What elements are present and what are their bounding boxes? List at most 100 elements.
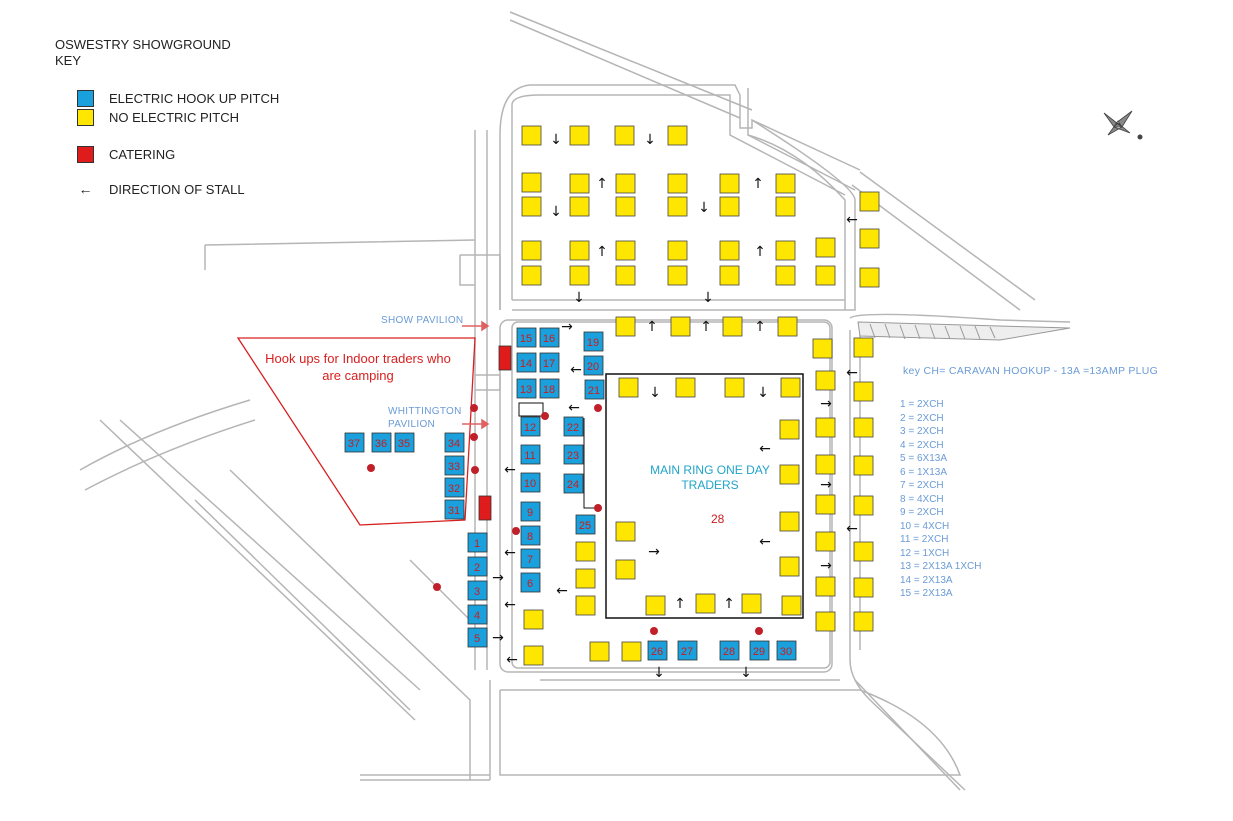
pitch-12: 12: [524, 422, 536, 434]
pitch-30: 30: [780, 646, 792, 658]
hookup-area-outline: [236, 337, 476, 526]
white-unit: [518, 402, 544, 417]
map-key: OSWESTRY SHOWGROUND KEY: [55, 37, 231, 69]
svg-text:↓: ↓: [644, 132, 656, 148]
pitch-20: 20: [587, 361, 599, 373]
pitch-1: 1: [474, 538, 480, 550]
pitch-28: 28: [723, 646, 735, 658]
svg-text:↓: ↓: [698, 200, 710, 216]
pitch-24: 24: [567, 479, 579, 491]
key-electric-label: ELECTRIC HOOK UP PITCH: [109, 91, 280, 106]
svg-text:←: ←: [846, 365, 858, 381]
svg-text:→: →: [820, 477, 832, 493]
pitch-29: 29: [753, 646, 765, 658]
pitch-4: 4: [474, 610, 480, 622]
svg-text:←: ←: [504, 545, 516, 561]
main-ring-label: MAIN RING ONE DAY TRADERS: [650, 463, 770, 492]
electric-pitch-numbers: 1 2 3 4 5 6 7 8 9 10 11 12 13 14 15 16 1…: [348, 333, 792, 658]
pitch-13: 13: [520, 384, 532, 396]
direction-arrows: ↓ ↓ ↑ ↑ ↓ ↓ ↑ ↑ ↓ ↓ ← → ↑ ↑ ↑ ← ← ↓ ↓ ← → ← → ← ←…: [492, 132, 858, 681]
pitch-14: 14: [520, 358, 532, 370]
svg-text:↓: ↓: [653, 665, 665, 681]
svg-text:↓: ↓: [550, 204, 562, 220]
svg-text:→: →: [820, 558, 832, 574]
key-heading: KEY: [55, 53, 82, 68]
pitch-34: 34: [448, 438, 460, 450]
svg-text:↑: ↑: [596, 176, 608, 192]
pitch-17: 17: [543, 358, 555, 370]
legend-item: 10 = 4XCH: [900, 520, 950, 532]
compass-icon: [1103, 110, 1143, 140]
svg-text:→: →: [561, 319, 573, 335]
pitch-7: 7: [527, 554, 533, 566]
electric-pitches: [344, 327, 797, 661]
svg-text:↑: ↑: [674, 596, 686, 612]
svg-text:←: ←: [846, 212, 858, 228]
pitch-9: 9: [527, 507, 533, 519]
pitch-35: 35: [398, 438, 410, 450]
direction-arrow-icon: ←: [78, 181, 93, 197]
pitch-5: 5: [474, 633, 480, 645]
legend-item: 4 = 2XCH: [900, 439, 944, 451]
catering-swatch: [77, 146, 94, 163]
hookup-area-label: Hook ups for Indoor traders who are camp…: [265, 351, 451, 383]
pitch-22: 22: [567, 422, 579, 434]
svg-text:→: →: [648, 544, 660, 560]
ring-pitch-number: 28: [711, 512, 725, 526]
pitch-6: 6: [527, 578, 533, 590]
pitch-36: 36: [375, 438, 387, 450]
pitch-11: 11: [524, 450, 535, 462]
svg-text:↓: ↓: [550, 132, 562, 148]
svg-text:→: →: [492, 630, 504, 646]
legend-item: 2 = 2XCH: [900, 412, 944, 424]
svg-text:←: ←: [568, 400, 580, 416]
legend-item: 9 = 2XCH: [900, 507, 944, 518]
legend-item: 8 = 4XCH: [900, 493, 944, 505]
svg-text:↓: ↓: [740, 665, 752, 681]
svg-text:←: ←: [759, 534, 771, 550]
legend-item: 7 = 2XCH: [900, 480, 944, 491]
pavilion-arrows: [462, 320, 490, 430]
svg-text:→: →: [820, 396, 832, 412]
pitch-18: 18: [543, 384, 555, 396]
catering-units: [478, 345, 512, 521]
map-title: OSWESTRY SHOWGROUND: [55, 37, 231, 52]
pitch-31: 31: [448, 505, 460, 517]
whittington-pavilion-label: WHITTINGTON PAVILION: [388, 406, 462, 430]
svg-text:←: ←: [759, 441, 771, 457]
legend-item: 3 = 2XCH: [900, 426, 944, 437]
pitch-33: 33: [448, 461, 460, 473]
legend-item: 1 = 2XCH: [900, 399, 944, 410]
road-outlines: [79, 11, 1071, 791]
pitch-26: 26: [651, 646, 663, 658]
svg-text:←: ←: [570, 362, 582, 378]
svg-text:↑: ↑: [596, 244, 608, 260]
key-no-electric: NO ELECTRIC PITCH: [77, 109, 239, 126]
pitch-15: 15: [520, 333, 532, 345]
show-pavilion-label: SHOW PAVILION: [381, 315, 464, 326]
svg-text:↓: ↓: [573, 290, 585, 306]
pitch-19: 19: [587, 337, 599, 349]
pitch-23: 23: [567, 450, 579, 462]
svg-text:←: ←: [504, 462, 516, 478]
legend-item: 13 = 2X13A 1XCH: [900, 561, 982, 572]
legend-item: 5 = 6X13A: [900, 453, 947, 464]
hookup-points: [367, 404, 763, 635]
svg-text:↑: ↑: [700, 319, 712, 335]
key-no-electric-label: NO ELECTRIC PITCH: [109, 110, 240, 125]
pitch-32: 32: [448, 483, 460, 495]
legend-item: 6 = 1X13A: [900, 466, 947, 478]
pitch-16: 16: [543, 333, 555, 345]
pitch-37: 37: [348, 438, 360, 450]
svg-text:←: ←: [556, 583, 568, 599]
pitch-3: 3: [474, 586, 480, 598]
svg-text:↓: ↓: [757, 385, 769, 401]
svg-text:↓: ↓: [702, 290, 714, 306]
pitch-21: 21: [588, 385, 600, 397]
pitch-2: 2: [474, 562, 480, 574]
svg-text:↑: ↑: [723, 596, 735, 612]
svg-text:↑: ↑: [752, 176, 764, 192]
svg-text:↑: ↑: [646, 319, 658, 335]
hatched-area: [857, 321, 1071, 341]
svg-text:↑: ↑: [754, 244, 766, 260]
